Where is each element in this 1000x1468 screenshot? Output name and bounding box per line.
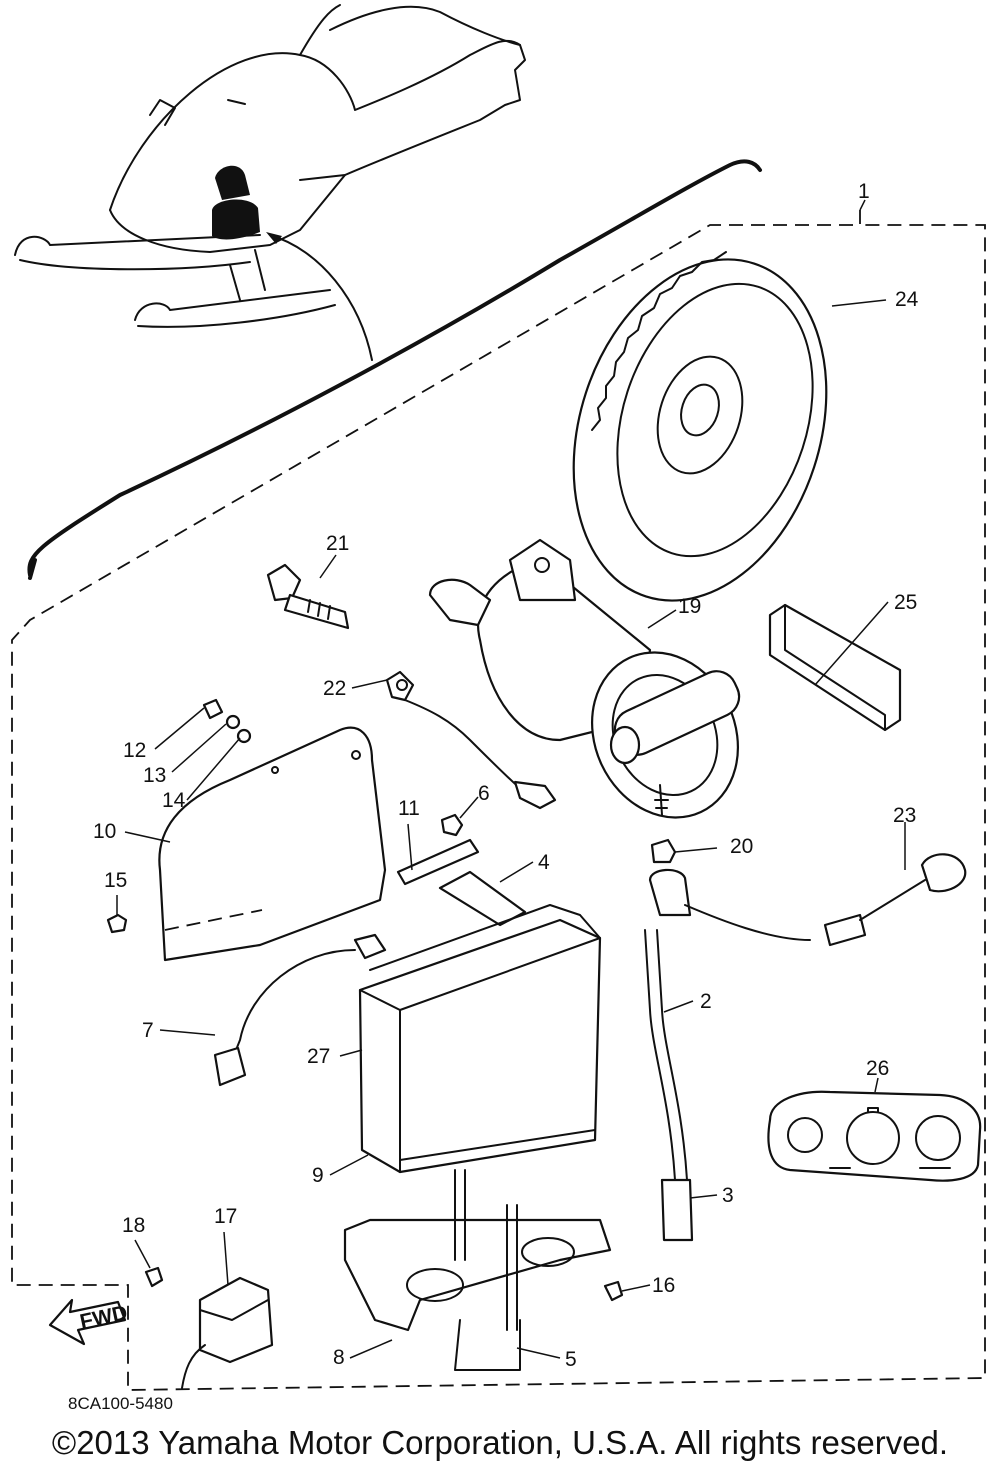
callout-27: 27	[307, 1045, 330, 1068]
callout-26: 26	[866, 1057, 889, 1080]
part-8-5-tray	[343, 1169, 612, 1371]
callout-18: 18	[122, 1214, 145, 1237]
callout-13: 13	[143, 764, 166, 787]
callout-24: 24	[895, 288, 919, 311]
callout-2: 2	[700, 990, 712, 1013]
part-25-pad	[768, 603, 902, 732]
part-17-relay	[181, 1276, 274, 1389]
part-2-3-pipe	[644, 929, 694, 1242]
snowmobile-illustration	[14, 4, 762, 580]
callout-8: 8	[333, 1346, 345, 1369]
callout-9: 9	[312, 1164, 324, 1187]
callout-22: 22	[323, 677, 346, 700]
callout-1: 1	[858, 180, 870, 203]
part-10-cover	[158, 726, 387, 962]
callout-5: 5	[565, 1348, 577, 1371]
callout-10: 10	[93, 820, 116, 843]
callout-21: 21	[326, 532, 349, 555]
copyright-notice: ©2013 Yamaha Motor Corporation, U.S.A. A…	[51, 1424, 949, 1461]
assembly-boundary-1	[11, 210, 986, 1391]
part-23-cap	[648, 853, 967, 947]
callout-11: 11	[398, 797, 420, 820]
part-26-panel	[767, 1090, 982, 1182]
part-19-starter-motor	[428, 538, 741, 819]
callout-4: 4	[538, 851, 550, 874]
callout-19: 19	[678, 595, 701, 618]
callout-labels: 1 2 3 4 5 6 7 8 9 10 11 12 13 14 15 16 1…	[93, 180, 919, 1371]
callout-6: 6	[478, 782, 490, 805]
callout-7: 7	[142, 1019, 154, 1042]
fwd-label: FWD	[78, 1301, 130, 1333]
callout-16: 16	[652, 1274, 675, 1297]
callout-15: 15	[104, 869, 127, 892]
callout-23: 23	[893, 804, 916, 827]
part-11-4-holder	[396, 838, 527, 927]
part-21-bolt	[266, 563, 350, 630]
callout-17: 17	[214, 1205, 237, 1228]
leader-lines	[116, 199, 906, 1359]
callout-20: 20	[730, 835, 753, 858]
callout-3: 3	[722, 1184, 734, 1207]
callout-12: 12	[123, 739, 146, 762]
part-27-battery	[358, 904, 602, 1174]
hardware-parts	[106, 698, 677, 1302]
callout-14: 14	[162, 789, 186, 812]
drawing-code: 8CA100-5480	[68, 1394, 173, 1413]
part-22-lead	[385, 670, 557, 810]
part-7-cable	[213, 933, 387, 1087]
callout-25: 25	[894, 591, 917, 614]
part-24-flywheel	[572, 251, 828, 602]
fwd-arrow-icon: FWD	[48, 1298, 130, 1346]
